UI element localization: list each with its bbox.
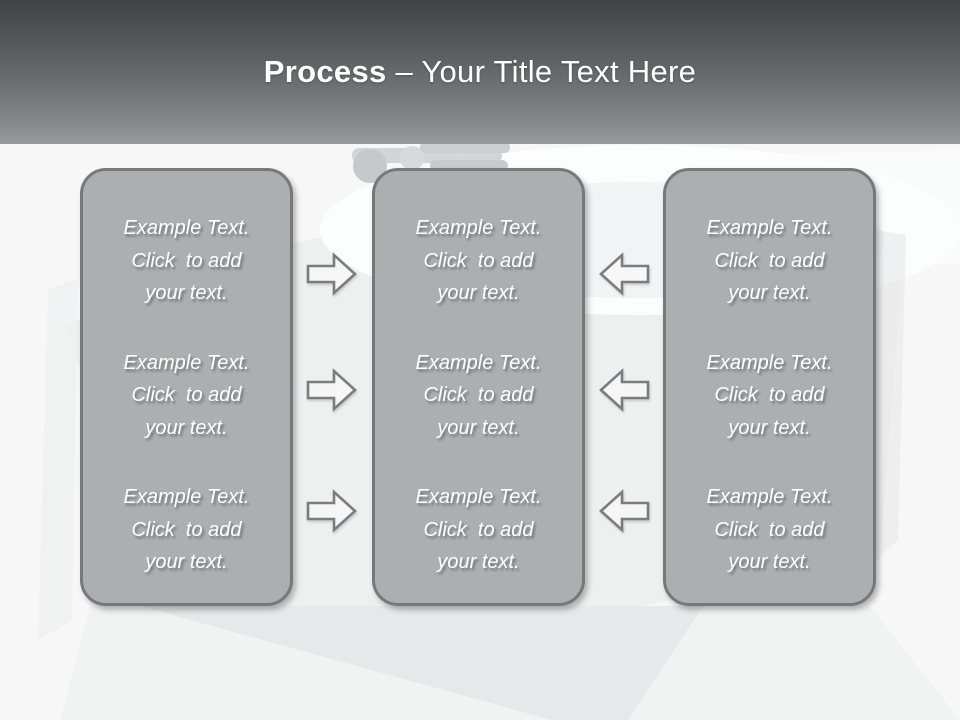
text-placeholder[interactable]: Example Text. Click to add your text.	[123, 351, 250, 439]
arrow-left-icon	[599, 368, 650, 412]
text-placeholder[interactable]: Example Text. Click to add your text.	[415, 217, 542, 304]
arrow-right-icon	[306, 489, 357, 533]
arrow-right-icon	[306, 252, 357, 296]
arrow-left-icon	[599, 252, 650, 296]
process-column-right[interactable]: Example Text. Click to add your text. Ex…	[663, 168, 876, 606]
text-placeholder[interactable]: Example Text. Click to add your text.	[706, 351, 833, 439]
arrow-left-icon	[599, 489, 650, 533]
process-column-left[interactable]: Example Text. Click to add your text. Ex…	[80, 168, 293, 606]
title-rest: Your Title Text Here	[421, 54, 697, 89]
slide-title[interactable]: Process – Your Title Text Here	[264, 54, 696, 90]
title-emphasis: Process	[263, 54, 387, 89]
text-placeholder[interactable]: Example Text. Click to add your text.	[415, 351, 542, 439]
slide-header: Process – Your Title Text Here	[0, 0, 960, 144]
arrow-right-icon	[306, 368, 357, 412]
process-column-middle[interactable]: Example Text. Click to add your text. Ex…	[372, 168, 585, 606]
title-dash: –	[386, 54, 422, 89]
text-placeholder[interactable]: Example Text. Click to add your text.	[415, 486, 542, 573]
text-placeholder[interactable]: Example Text. Click to add your text.	[123, 217, 250, 304]
text-placeholder[interactable]: Example Text. Click to add your text.	[706, 486, 833, 573]
text-placeholder[interactable]: Example Text. Click to add your text.	[706, 217, 833, 304]
text-placeholder[interactable]: Example Text. Click to add your text.	[123, 486, 250, 573]
